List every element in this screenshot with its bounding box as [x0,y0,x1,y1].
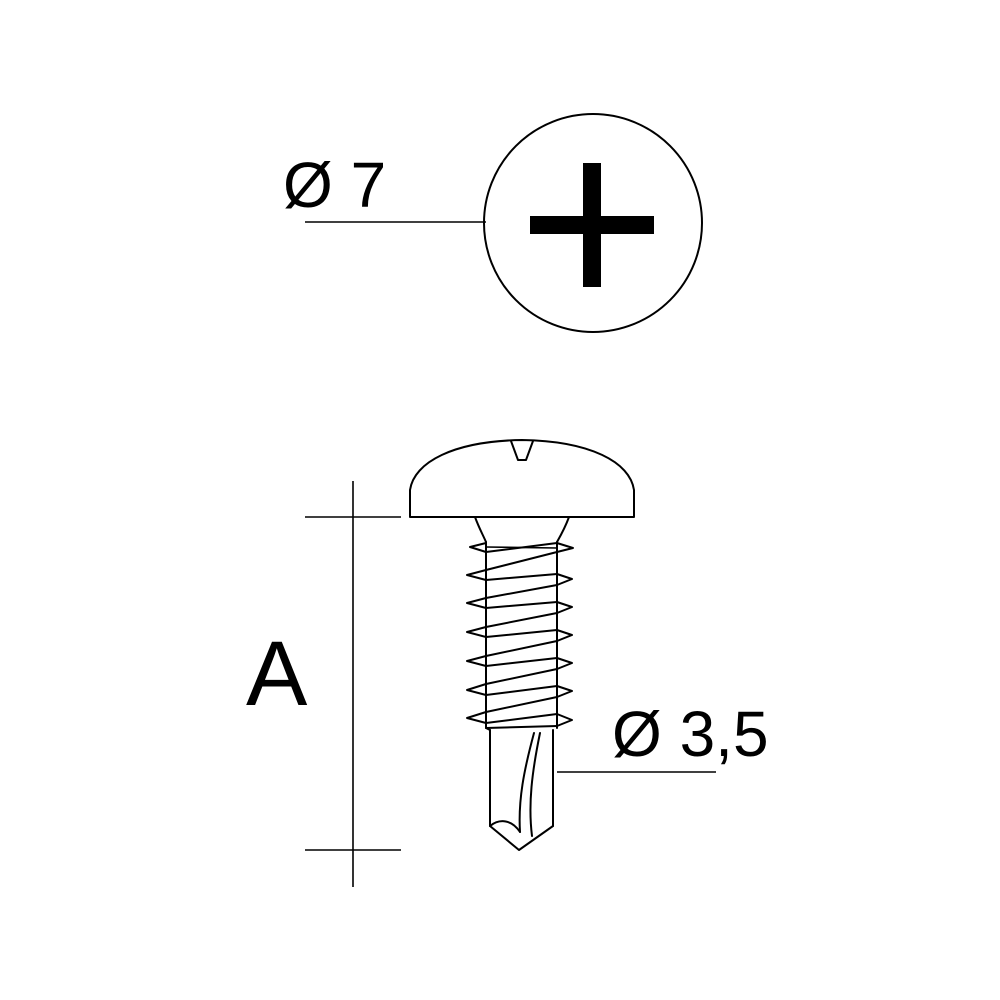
phillips-cross-icon [530,163,654,287]
head-top-view [483,113,703,333]
thread-diameter-label: Ø 3,5 [612,698,769,770]
pan-head [409,439,635,518]
head-recess-notch [510,440,534,461]
head-diameter-label: Ø 7 [283,149,386,221]
head-diameter-callout: Ø 7 [283,149,486,223]
screw-threads [466,542,574,729]
head-outline-circle [483,113,703,333]
screw-side-view [409,439,635,851]
drill-point [485,727,554,851]
screw-neck [474,516,570,543]
length-label: A [246,623,308,725]
length-dimension: A [246,481,401,887]
thread-diameter-callout: Ø 3,5 [557,698,769,773]
